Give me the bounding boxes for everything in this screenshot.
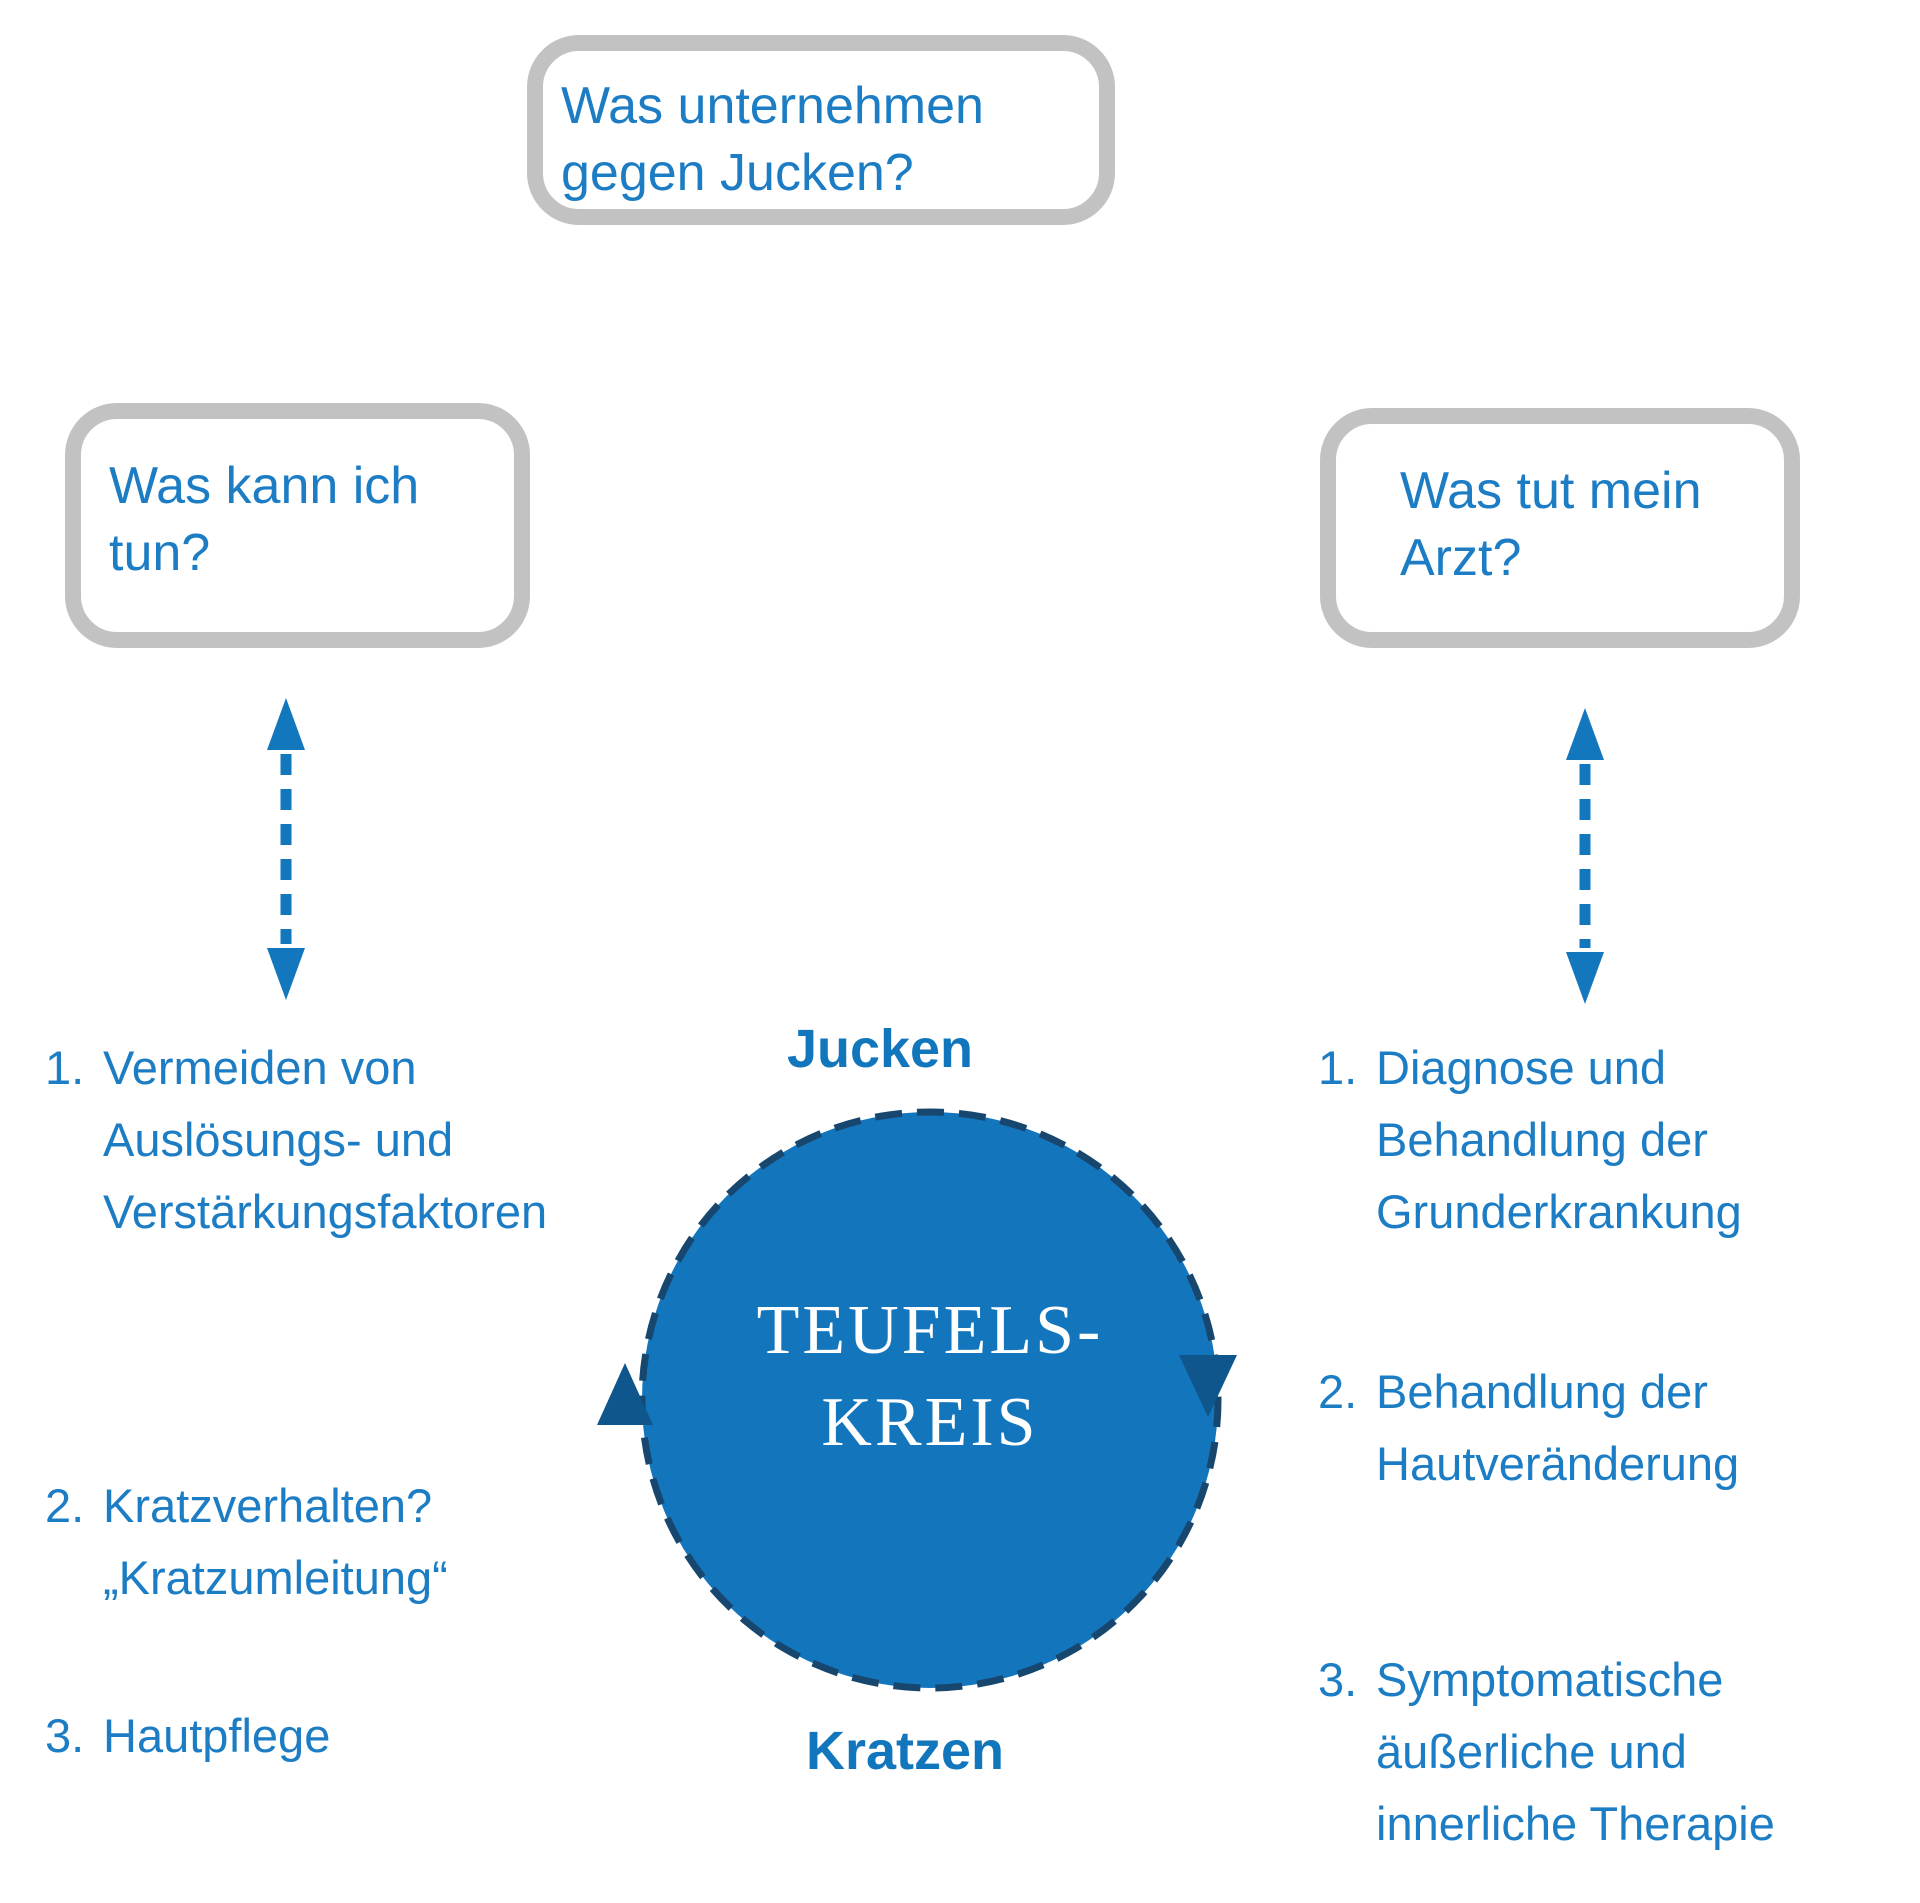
list-item-text: Diagnose und Behandlung der Grunderkrank… — [1376, 1041, 1742, 1238]
arrow-up-head — [1566, 708, 1604, 760]
cycle-arrow-up-icon — [597, 1363, 653, 1425]
list-item-text: Kratzverhalten? „Kratzumleitung“ — [103, 1479, 448, 1604]
cycle-label-kratzen: Kratzen — [805, 1721, 1005, 1781]
left-list-item-3: 3. Hautpflege — [45, 1700, 565, 1772]
list-item-number: 1. — [1318, 1041, 1358, 1094]
arrow-down-head — [1566, 952, 1604, 1004]
question-box-doctor: Was tut mein Arzt? — [1320, 408, 1800, 648]
circle-title: TEUFELS- KREIS — [756, 1292, 1104, 1461]
list-item-text: Behandlung der Hautveränderung — [1376, 1365, 1740, 1490]
list-item-number: 1. — [45, 1041, 85, 1094]
list-item-number: 3. — [1318, 1653, 1358, 1706]
dashed-double-arrow-right-icon — [1566, 708, 1604, 1004]
cycle-arrow-down-icon — [1179, 1355, 1237, 1417]
list-item-text: Hautpflege — [103, 1709, 331, 1762]
right-list-item-1: 1. Diagnose und Behandlung der Grunderkr… — [1318, 1032, 1878, 1248]
right-list-item-2: 2. Behandlung der Hautveränderung — [1318, 1356, 1878, 1500]
question-box-main-text: Was unternehmen gegen Jucken? — [561, 77, 984, 202]
list-item-number: 2. — [45, 1479, 85, 1532]
list-item-number: 3. — [45, 1709, 85, 1762]
arrow-up-head — [267, 698, 305, 750]
left-list-item-2: 2. Kratzverhalten? „Kratzumleitung“ — [45, 1470, 565, 1614]
question-box-doctor-text: Was tut mein Arzt? — [1400, 462, 1702, 587]
question-box-patient: Was kann ich tun? — [65, 403, 530, 648]
list-item-text: Symptomatische äußerliche und innerliche… — [1376, 1653, 1775, 1850]
cycle-label-jucken: Jucken — [786, 1019, 974, 1079]
question-box-patient-text: Was kann ich tun? — [109, 457, 420, 582]
list-item-text: Vermeiden von Auslösungs- und Verstärkun… — [103, 1041, 548, 1238]
list-item-number: 2. — [1318, 1365, 1358, 1418]
vicious-circle-shape — [638, 1108, 1222, 1692]
dashed-double-arrow-left-icon — [267, 698, 305, 1000]
left-list-item-1: 1. Vermeiden von Auslösungs- und Verstär… — [45, 1032, 565, 1248]
vicious-circle-graphic — [597, 1108, 1237, 1692]
question-box-main: Was unternehmen gegen Jucken? — [527, 35, 1115, 225]
arrow-down-head — [267, 948, 305, 1000]
right-list-item-3: 3. Symptomatische äußerliche und innerli… — [1318, 1644, 1878, 1860]
